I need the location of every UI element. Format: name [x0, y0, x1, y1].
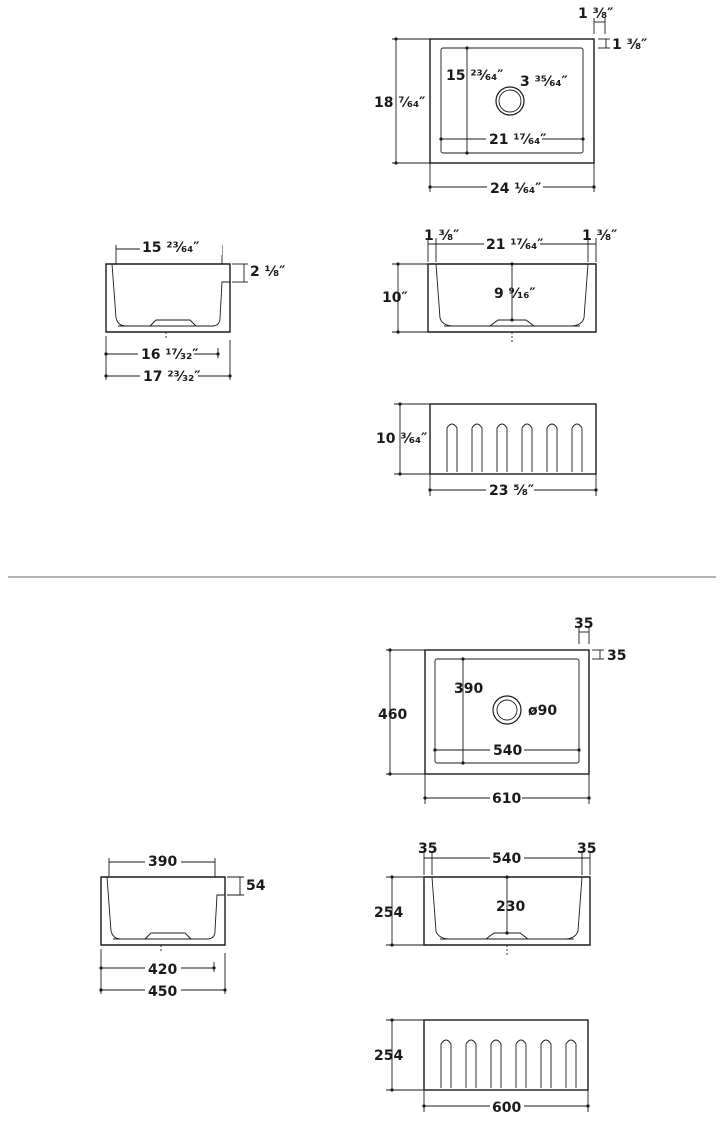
m-front-height-label: 254: [374, 905, 403, 921]
m-front-flange-right-label: 35: [577, 841, 596, 857]
side-bottom-width-label: 16 ¹⁷⁄₃₂″: [141, 347, 198, 363]
imperial-drawings: 1 ⅜″ 1 ⅜″ 18 ⁷⁄₆₄″ 15 ²³⁄₆₄″ 3 ³⁵⁄₆₄″ 21…: [104, 6, 647, 499]
depth-inner-label: 15 ²³⁄₆₄″: [446, 68, 503, 84]
m-front-inner-width-label: 540: [492, 851, 521, 867]
side-section-body: [105, 263, 231, 333]
metric-front-face: 254 600: [374, 1018, 590, 1116]
m-face-width-label: 600: [492, 1100, 521, 1116]
face-height-label: 10 ³⁄₆₄″: [376, 431, 427, 447]
m-width-inner-label: 540: [493, 743, 522, 759]
face-width-label: 23 ⅝″: [489, 483, 534, 499]
side-outer-width-label: 17 ²³⁄₃₂″: [143, 369, 200, 385]
m-side-outer-width-label: 450: [148, 984, 177, 1000]
metric-drawings: 35 35 460 390 ø90 540 610: [99, 616, 626, 1116]
fluting-grooves: [446, 423, 583, 472]
width-inner-label: 21 ¹⁷⁄₆₄″: [489, 132, 546, 148]
flange-top-label: 1 ⅜″: [612, 37, 647, 53]
imperial-side-section: 15 ²³⁄₆₄″ 2 ⅛″ 16 ¹⁷⁄₃₂″ 17 ²³⁄₃₂″: [104, 239, 285, 385]
m-side-inner-top-label: 390: [148, 854, 177, 870]
front-bowl-depth-label: 9 ⁹⁄₁₆″: [494, 286, 536, 302]
m-front-flange-left-label: 35: [418, 841, 437, 857]
m-face-height-label: 254: [374, 1048, 403, 1064]
m-depth-inner-label: 390: [454, 681, 483, 697]
imperial-front-section: 1 ⅜″ 21 ¹⁷⁄₆₄″ 1 ⅜″ 10″ 9 ⁹⁄₁₆″: [382, 228, 617, 342]
front-inner-width-label: 21 ¹⁷⁄₆₄″: [486, 237, 543, 253]
depth-outer-label: 18 ⁷⁄₆₄″: [374, 95, 425, 111]
m-width-outer-label: 610: [492, 791, 521, 807]
m-side-rim-step-label: 54: [246, 878, 266, 894]
side-rim-step-label: 2 ⅛″: [250, 264, 285, 280]
waste-diameter-label: 3 ³⁵⁄₆₄″: [520, 74, 568, 90]
m-fluting-grooves: [440, 1039, 577, 1088]
metric-side-section: 390 54 420 450: [99, 852, 266, 1000]
m-front-bowl-depth-label: 230: [496, 899, 525, 915]
metric-front-section: 35 540 35 254 230: [374, 841, 596, 956]
imperial-top-view: 1 ⅜″ 1 ⅜″ 18 ⁷⁄₆₄″ 15 ²³⁄₆₄″ 3 ³⁵⁄₆₄″ 21…: [374, 6, 647, 197]
front-flange-right-label: 1 ⅜″: [582, 228, 617, 244]
side-inner-top-label: 15 ²³⁄₆₄″: [142, 240, 199, 256]
m-side-bottom-width-label: 420: [148, 962, 177, 978]
front-flange-left-label: 1 ⅜″: [424, 228, 459, 244]
waste-outlet-outer: [495, 86, 525, 116]
bowl-top-outline: [440, 47, 584, 154]
imperial-front-face: 10 ³⁄₆₄″ 23 ⅝″: [376, 402, 598, 499]
front-height-label: 10″: [382, 290, 408, 306]
m-flange-top-label: 35: [607, 648, 626, 664]
flange-right-label: 1 ⅜″: [578, 6, 613, 22]
waste-outlet-inner: [498, 89, 522, 113]
m-waste-diameter-label: ø90: [528, 703, 557, 719]
width-outer-label: 24 ¹⁄₆₄″: [490, 181, 541, 197]
metric-top-view: 35 35 460 390 ø90 540 610: [378, 616, 626, 807]
m-flange-right-label: 35: [574, 616, 593, 632]
m-depth-outer-label: 460: [378, 707, 407, 723]
